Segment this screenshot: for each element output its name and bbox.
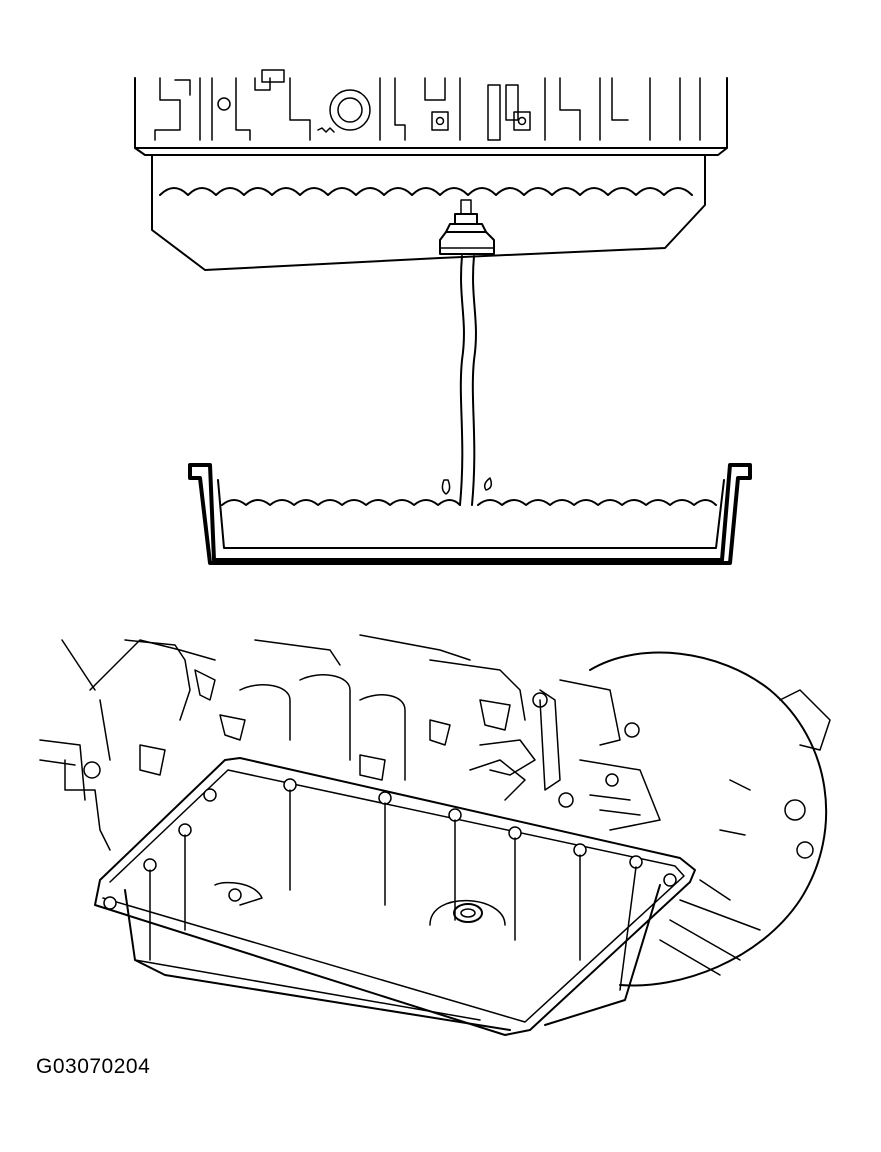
splash-drop-right: [483, 477, 493, 491]
pan-bolts: [103, 778, 677, 910]
oil-pan-body: [151, 154, 706, 271]
tray-outline: [188, 463, 752, 565]
tray-inner-wall: [217, 479, 725, 549]
drain-plug: [439, 199, 495, 255]
pan-flange: [134, 147, 728, 156]
fluid-level-line: [159, 187, 693, 196]
transmission-assembly: [39, 634, 831, 1036]
pan-gasket-flange: [94, 757, 696, 1036]
drain-tray: [188, 463, 752, 565]
valve-body-components: [154, 69, 701, 141]
lower-oil-pan: [124, 884, 661, 1031]
pan-drain-plug: [429, 899, 506, 926]
bell-housing: [589, 651, 828, 987]
fluid-stream: [459, 255, 477, 506]
figure-code-label: G03070204: [36, 1055, 151, 1078]
tray-fluid-surface: [221, 499, 717, 506]
splash-drop-left: [441, 479, 451, 495]
valve-body-outline: [134, 77, 728, 149]
transmission-cross-section: [134, 69, 728, 506]
